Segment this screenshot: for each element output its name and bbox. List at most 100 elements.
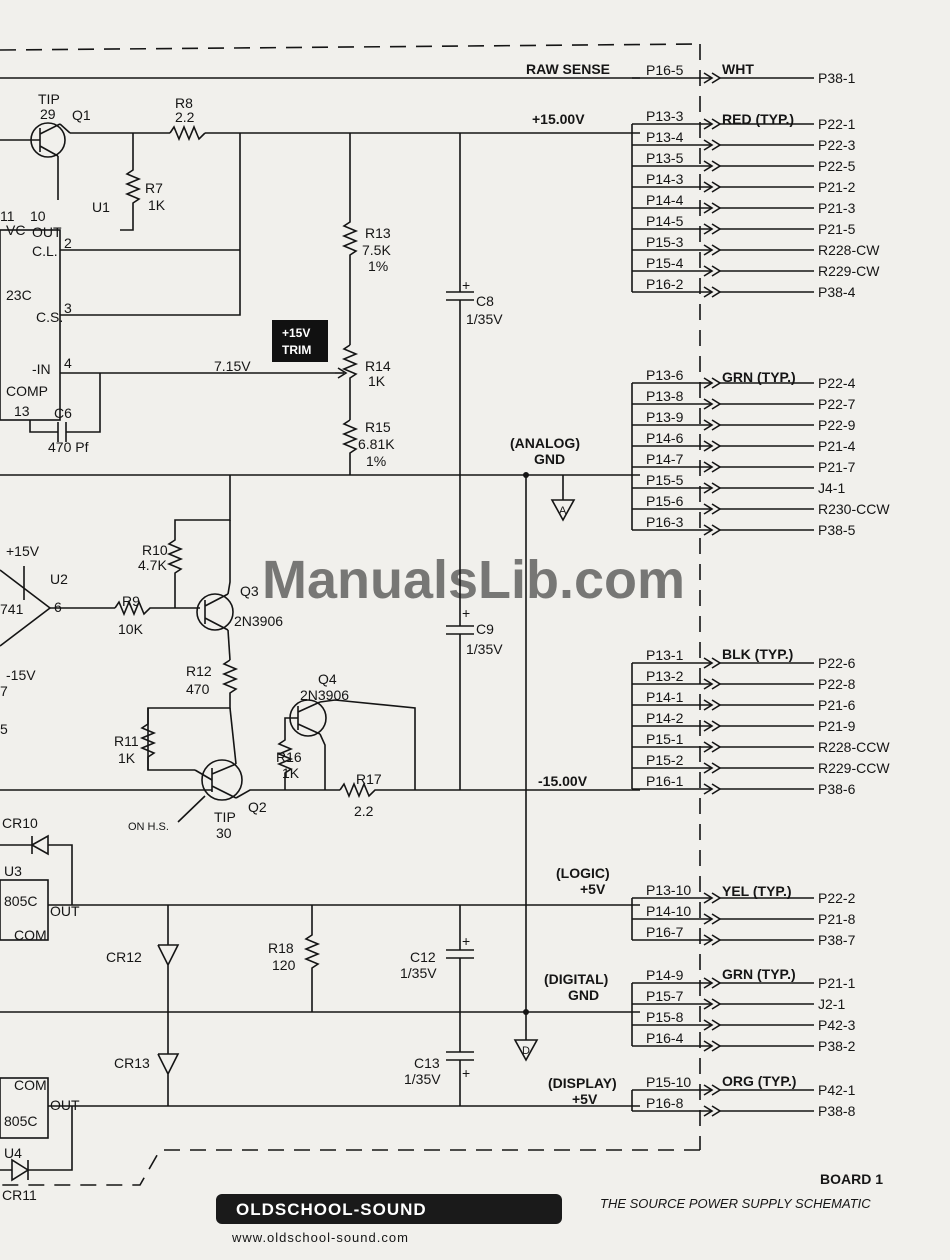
svg-text:U3: U3 — [4, 863, 22, 879]
svg-text:OLDSCHOOL-SOUND: OLDSCHOOL-SOUND — [236, 1200, 427, 1219]
connector-destination: P22-2 — [818, 890, 856, 906]
capacitor-c13: C13 1/35V + — [404, 1012, 474, 1106]
connector-destination: P21-9 — [818, 718, 856, 734]
rail-label-2: GND — [534, 451, 565, 467]
svg-text:+: + — [462, 277, 470, 293]
svg-text:+15V: +15V — [6, 543, 40, 559]
connector-destination: P38-2 — [818, 1038, 856, 1054]
svg-text:2.2: 2.2 — [175, 109, 195, 125]
svg-text:120: 120 — [272, 957, 296, 973]
transistor-q3: Q3 2N3906 — [196, 520, 283, 661]
connector-pin: P15-1 — [646, 731, 684, 747]
transistor-q2: ON H.S. TIP 30 Q2 — [128, 707, 340, 841]
connector-pin: P13-10 — [646, 882, 691, 898]
ground-symbol-a: A — [550, 475, 576, 522]
svg-text:R11: R11 — [114, 733, 139, 749]
connector-destination: P21-1 — [818, 975, 856, 991]
resistor-r7: R7 1K — [60, 133, 241, 316]
regulator-u1: VC 23C 10 11 OUT C.L. C.S. -IN COMP U1 2… — [0, 199, 335, 421]
svg-text:CR13: CR13 — [114, 1055, 150, 1071]
connector-destination: R228-CW — [818, 242, 880, 258]
svg-text:13: 13 — [14, 403, 30, 419]
svg-text:10: 10 — [30, 208, 46, 224]
svg-text:COMP: COMP — [6, 383, 48, 399]
connector-destination: J4-1 — [818, 480, 845, 496]
connector-pin: P16-3 — [646, 514, 684, 530]
connector-destination: P42-1 — [818, 1082, 856, 1098]
resistor-r13: R13 7.5K 1% — [341, 133, 391, 345]
ground-symbol-d: D — [513, 1039, 539, 1062]
svg-text:R10: R10 — [142, 542, 168, 558]
svg-text:D: D — [522, 1045, 530, 1057]
svg-text:CR11: CR11 — [2, 1187, 37, 1203]
wire-color: BLK (TYP.) — [722, 646, 793, 662]
svg-text:R17: R17 — [356, 771, 382, 787]
svg-text:470: 470 — [186, 681, 210, 697]
connector-pin: P13-9 — [646, 409, 684, 425]
svg-text:U1: U1 — [92, 199, 110, 215]
svg-text:+: + — [462, 605, 470, 621]
resistor-r17: R17 2.2 — [339, 771, 640, 819]
svg-text:1K: 1K — [148, 197, 166, 213]
connector-destination: P38-6 — [818, 781, 856, 797]
capacitor-c6: C6 470 Pf — [29, 373, 101, 455]
connector-pin: P14-4 — [646, 192, 684, 208]
svg-text:805C: 805C — [4, 893, 37, 909]
svg-text:1%: 1% — [368, 258, 388, 274]
svg-text:R16: R16 — [276, 749, 302, 765]
connector-destination: P22-6 — [818, 655, 856, 671]
svg-text:+: + — [462, 933, 470, 949]
rail-label: (DIGITAL) — [544, 971, 608, 987]
svg-text:11: 11 — [0, 208, 15, 224]
svg-text:VC: VC — [6, 222, 25, 238]
rail-label: -15.00V — [538, 773, 588, 789]
connector-pin: P16-1 — [646, 773, 684, 789]
connector-pin: P14-2 — [646, 710, 684, 726]
connector-pin: P15-7 — [646, 988, 684, 1004]
connector-pin: P16-8 — [646, 1095, 684, 1111]
svg-text:1/35V: 1/35V — [400, 965, 437, 981]
connector-pin: P13-6 — [646, 367, 684, 383]
connector-destination: P22-5 — [818, 158, 856, 174]
svg-text:1/35V: 1/35V — [466, 641, 503, 657]
svg-text:COM: COM — [14, 1077, 47, 1093]
capacitor-c12: + C12 1/35V — [400, 905, 474, 1012]
connector-pin: P15-5 — [646, 472, 684, 488]
connector-pin: P15-6 — [646, 493, 684, 509]
svg-text:C12: C12 — [410, 949, 436, 965]
wire-color: GRN (TYP.) — [722, 966, 796, 982]
svg-text:ON H.S.: ON H.S. — [128, 821, 169, 833]
resistor-r8: R8 2.2 — [169, 95, 206, 142]
connector-destination: P22-8 — [818, 676, 856, 692]
connector-destination: P21-8 — [818, 911, 856, 927]
trim-label-1: +15V — [282, 326, 310, 340]
q1-label: Q1 — [72, 107, 91, 123]
svg-text:Q4: Q4 — [318, 671, 337, 687]
q1-label-tip: TIP — [38, 91, 60, 107]
svg-text:OUT: OUT — [32, 224, 62, 240]
rail-label: RAW SENSE — [526, 61, 610, 77]
svg-text:2N3906: 2N3906 — [300, 687, 349, 703]
connector-pin: P13-3 — [646, 108, 684, 124]
svg-text:2: 2 — [64, 235, 72, 251]
connector-pin: P15-10 — [646, 1074, 691, 1090]
connector-destination: R229-CW — [818, 263, 880, 279]
svg-text:4.7K: 4.7K — [138, 557, 167, 573]
resistor-r10: R10 4.7K — [138, 475, 231, 608]
svg-text:-IN: -IN — [32, 361, 51, 377]
svg-text:CR12: CR12 — [106, 949, 142, 965]
rail-label-2: +5V — [580, 881, 606, 897]
svg-text:1K: 1K — [368, 373, 386, 389]
connector-destination: P22-4 — [818, 375, 856, 391]
svg-text:U4: U4 — [4, 1145, 22, 1161]
svg-text:R7: R7 — [145, 180, 163, 196]
connector-destination: P21-4 — [818, 438, 856, 454]
wire-color: WHT — [722, 61, 754, 77]
connector-destination: P42-3 — [818, 1017, 856, 1033]
svg-text:-15V: -15V — [6, 667, 36, 683]
svg-text:COM: COM — [14, 927, 47, 943]
connector-destination: P21-6 — [818, 697, 856, 713]
svg-text:OUT: OUT — [50, 903, 80, 919]
connector-pin: P14-9 — [646, 967, 684, 983]
svg-text:470 Pf: 470 Pf — [48, 439, 89, 455]
